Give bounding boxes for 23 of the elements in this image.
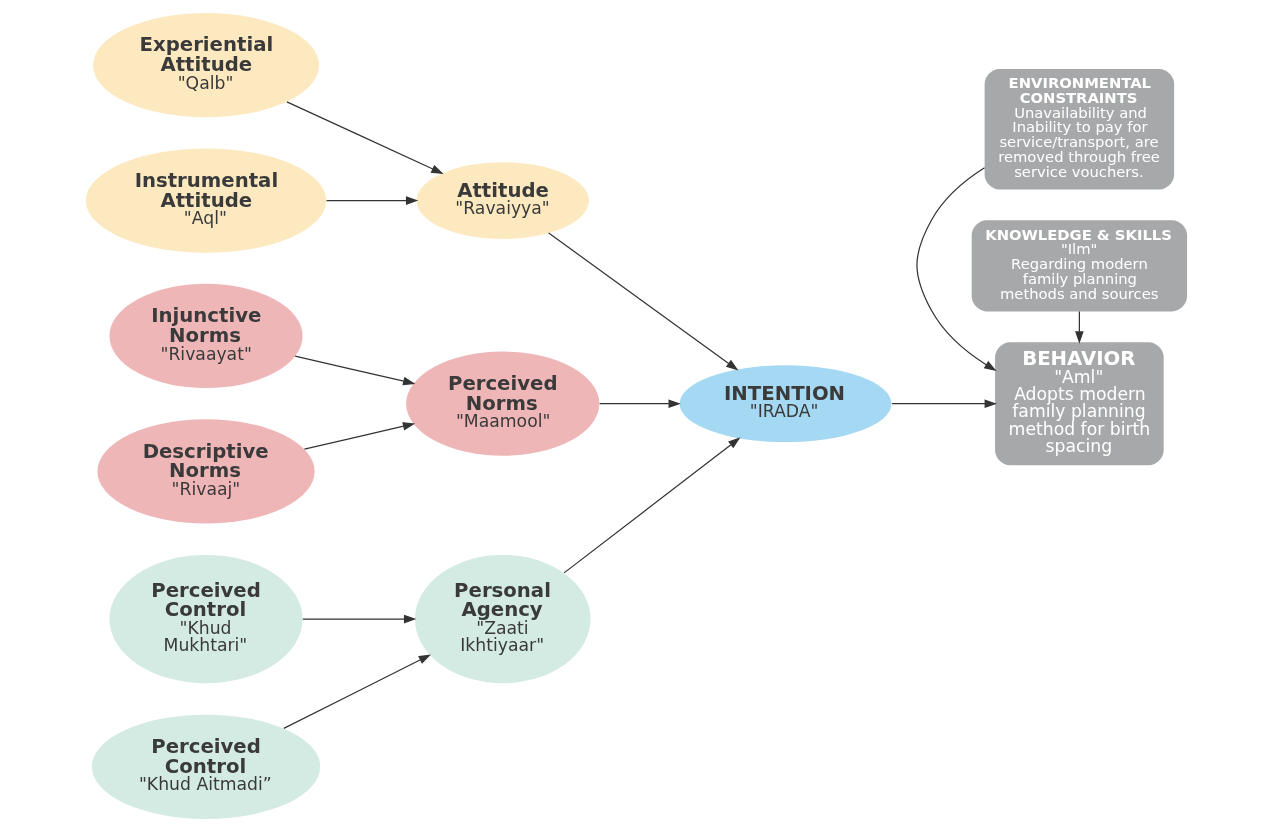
arrow (890, 399, 997, 408)
node-ellipse: INTENTION "IRADA" (679, 365, 891, 443)
node-box: ENVIRONMENTAL CONSTRAINTS Unavailability and Inability to pay for service/transport, are removed through free service vouchers. (984, 68, 1174, 190)
arrow (915, 167, 996, 371)
node-ellipse: Perceived Control "Khud Mukhtari" (108, 554, 303, 684)
node-ellipse: Experiential Attitude "Qalb" (92, 13, 319, 118)
arrow (547, 232, 738, 371)
arrow (303, 422, 415, 450)
node-box: KNOWLEDGE & SKILLS "Ilm" Regarding modern family planning methods and sources (971, 220, 1187, 312)
node-ellipse: Perceived Control "Khud Aitmadi” (91, 714, 320, 819)
arrow (282, 654, 431, 729)
arrow (301, 614, 416, 624)
arrow (1074, 310, 1084, 344)
node-ellipse: Descriptive Norms "Rivaaj" (96, 419, 315, 524)
arrow (563, 437, 740, 574)
arrow (598, 399, 681, 408)
node-box: BEHAVIOR "Aml" Adopts modern family planning method for birth spacing (994, 342, 1164, 466)
node-ellipse: Instrumental Attitude "Aql" (85, 148, 326, 253)
arrow (294, 355, 415, 386)
arrow (325, 196, 418, 205)
node-ellipse: Injunctive Norms "Rivaayat" (108, 283, 303, 389)
arrow (285, 101, 444, 174)
node-ellipse: Perceived Norms "Maamool" (405, 351, 599, 456)
